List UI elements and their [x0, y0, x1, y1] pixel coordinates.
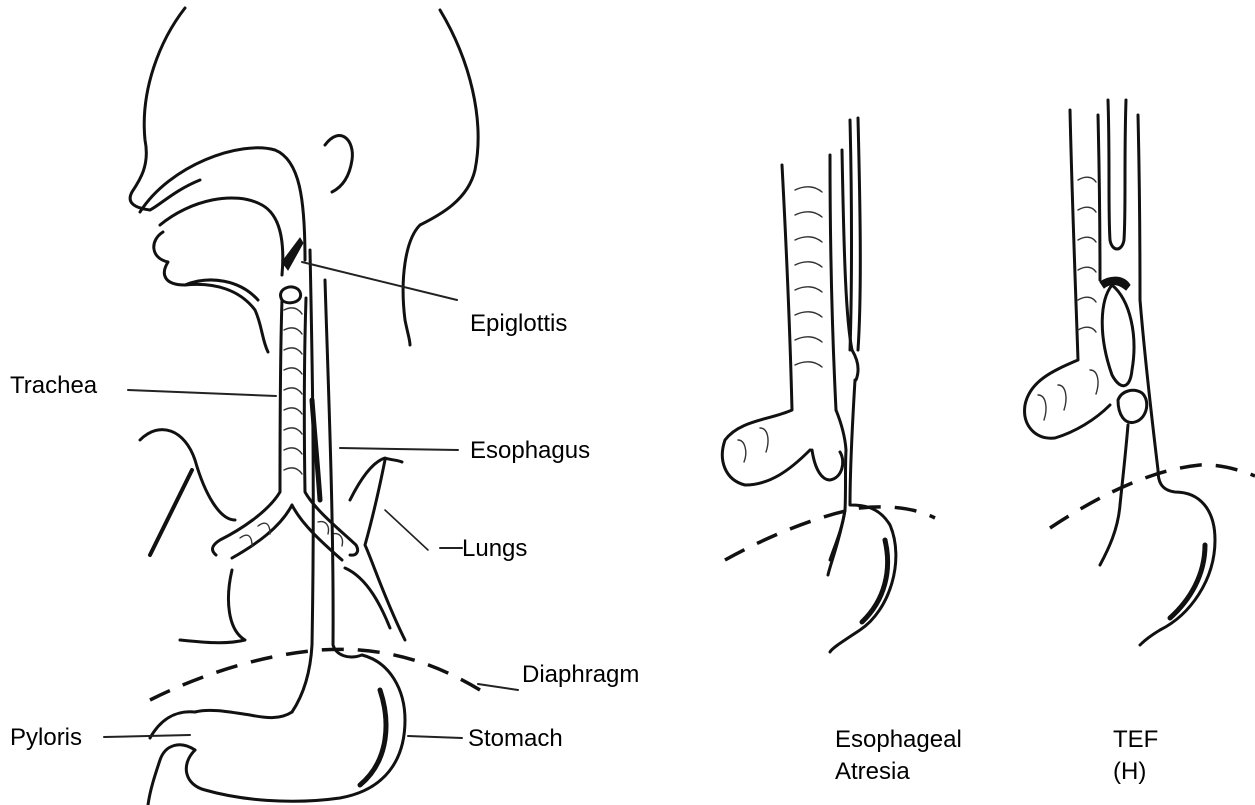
tef-diaphragm — [1050, 465, 1255, 528]
atresia-label-line2: Atresia — [835, 758, 910, 785]
tef-label-line1: TEF — [1113, 726, 1158, 753]
label-epiglottis: Epiglottis — [470, 310, 567, 337]
atresia-trachea-left — [722, 165, 810, 485]
atresia-label-line1: Esophageal — [835, 726, 962, 753]
right-lung — [350, 458, 402, 500]
tef-fistula-loop — [1102, 285, 1134, 386]
atresia-esophagus-upper — [850, 118, 860, 350]
atresia-stomach-shade — [862, 540, 888, 622]
back-of-head — [403, 10, 478, 345]
tef-rings — [1038, 177, 1098, 420]
atresia-trachea-right — [830, 155, 836, 410]
tef-lower-esophagus-left — [1100, 425, 1128, 565]
tef-esophagus-upper — [1108, 100, 1126, 249]
left-lung-shading — [150, 470, 192, 555]
epiglottis-flap — [282, 238, 303, 270]
bronchi-inner — [232, 505, 342, 560]
head-outline — [130, 8, 200, 210]
nasal-cavity — [140, 148, 305, 260]
atresia-lower-esophagus-left — [828, 510, 845, 575]
main-anatomy-figure — [104, 8, 518, 805]
tef-label-line2: (H) — [1113, 758, 1146, 785]
left-lung-lower — [180, 570, 245, 643]
diaphragm-line — [150, 649, 480, 700]
label-stomach: Stomach — [468, 725, 563, 752]
larynx-ring — [281, 287, 301, 303]
atresia-diaphragm — [725, 507, 935, 560]
lung-hatch — [385, 510, 428, 550]
palate — [160, 198, 283, 275]
label-trachea: Trachea — [10, 372, 98, 399]
tef-bronchus-right — [1118, 390, 1147, 422]
esophagus-right — [325, 280, 362, 657]
label-esophagus: Esophagus — [470, 437, 590, 464]
esophageal-atresia-figure — [722, 118, 935, 652]
stomach-outer — [186, 655, 405, 801]
stomach-inner — [195, 710, 292, 717]
right-lung-lower — [345, 568, 390, 628]
tef-esophagus-outer — [1098, 115, 1140, 300]
stomach-shading — [360, 690, 386, 785]
tef-h-figure — [1025, 100, 1255, 645]
label-lungs: Lungs — [462, 535, 527, 562]
esophagus-left — [292, 250, 313, 712]
atresia-bronchus-right — [812, 450, 843, 480]
atresia-rings — [738, 187, 822, 462]
jaw — [185, 280, 258, 300]
label-pyloris: Pyloris — [10, 724, 82, 751]
label-diaphragm: Diaphragm — [522, 661, 639, 688]
ear — [325, 136, 352, 192]
tef-lower-esophagus — [1140, 300, 1215, 645]
